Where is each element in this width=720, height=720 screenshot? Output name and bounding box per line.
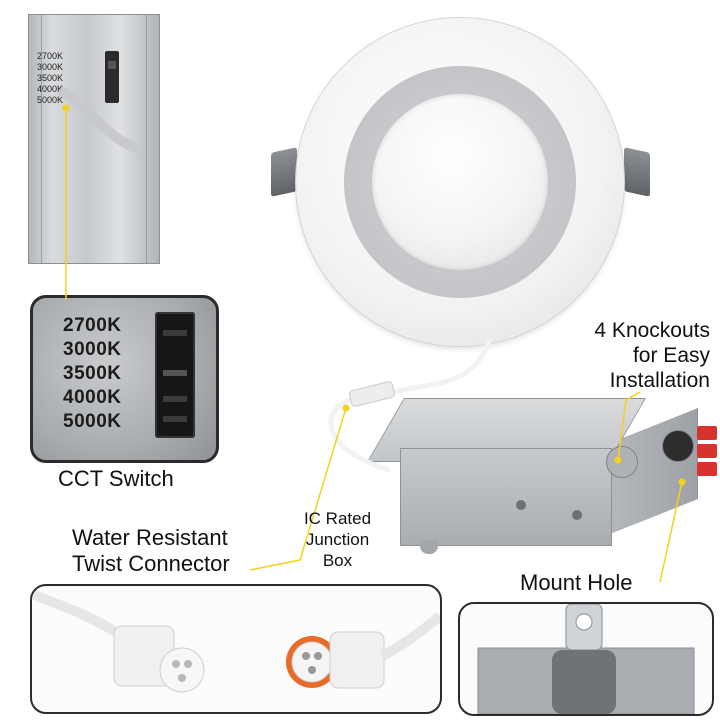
switch-notch [163,396,187,402]
cct-option: 3500K [63,363,122,384]
cct-switch[interactable] [155,312,195,438]
switch-slider [163,370,187,376]
wire-nut-red [697,444,717,458]
mount-hole [575,613,593,631]
ic-rated-line-1: IC Rated [303,509,372,528]
cct-option-small: 3000K [37,62,64,72]
cct-option: 5000K [63,411,122,432]
leader-dot-mount [678,478,686,486]
ic-rated-label: IC Rated Junction Box [290,508,385,571]
pin [178,674,186,682]
leader-dot-cct [62,104,70,112]
cct-option: 4000K [63,387,122,408]
downlight-lens [372,94,548,270]
cct-option: 2700K [63,315,122,336]
leader-dot-connector [342,404,350,412]
mount-hole-zoom-panel [458,602,714,716]
pin [172,660,180,668]
mount-bracket [552,650,616,714]
box-hole [516,500,526,510]
wire-nut-red [697,462,717,476]
twist-connector [349,381,395,407]
cct-option-small: 3500K [37,73,64,83]
cct-switch-zoom-panel: 2700K 3000K 3500K 4000K 5000K [30,295,219,463]
cable-right [379,612,440,661]
connector-illustration [32,589,440,693]
leader-line-knockouts [617,391,641,461]
box-hole [572,510,582,520]
male-connector-face [159,647,205,693]
cct-option-list: 2700K 3000K 3500K 4000K 5000K [63,314,122,434]
cct-option-small: 5000K [37,95,64,105]
water-resistant-line-2: Twist Connector [72,551,230,576]
cct-switch-small[interactable] [105,51,119,103]
mount-hole-illustration [477,604,695,714]
pin [184,660,192,668]
knockouts-line-2: for Easy [632,344,710,367]
water-resistant-line-1: Water Resistant [72,525,228,550]
switch-notch [163,416,187,422]
wire-nut-red [697,426,717,440]
switch-notch [163,330,187,336]
cct-option-small: 2700K [37,51,64,61]
cct-switch-label: CCT Switch [58,466,174,491]
mounting-tab [420,540,438,554]
knockout [606,446,638,478]
knockouts-label: 4 Knockouts for Easy Installation [560,318,710,393]
knockouts-line-1: 4 Knockouts [594,319,710,342]
connector-zoom-panel [30,584,442,714]
cct-option-list-small: 2700K 3000K 3500K 4000K 5000K [37,51,63,106]
leader-dot-knockouts [614,456,622,464]
driver-module-photo: 2700K 3000K 3500K 4000K 5000K [28,14,160,264]
cable-left [32,589,125,641]
leader-line-mount [659,481,683,583]
module-seam [41,15,147,263]
cct-option-small: 4000K [37,84,64,94]
light-cable [328,337,493,473]
knockout-open [662,430,694,462]
junction-box-front [400,448,612,546]
cct-option: 3000K [63,339,122,360]
socket [308,666,316,674]
socket [314,652,322,660]
knockouts-line-3: Installation [609,369,710,392]
cct-switch-knob [108,61,116,69]
ic-rated-line-3: Box [322,551,353,570]
mount-hole-label: Mount Hole [520,570,633,595]
leader-line-connector [249,407,347,571]
ic-rated-line-2: Junction [305,530,370,549]
socket [302,652,310,660]
module-cable [57,85,142,155]
water-resistant-label: Water Resistant Twist Connector [72,525,230,577]
